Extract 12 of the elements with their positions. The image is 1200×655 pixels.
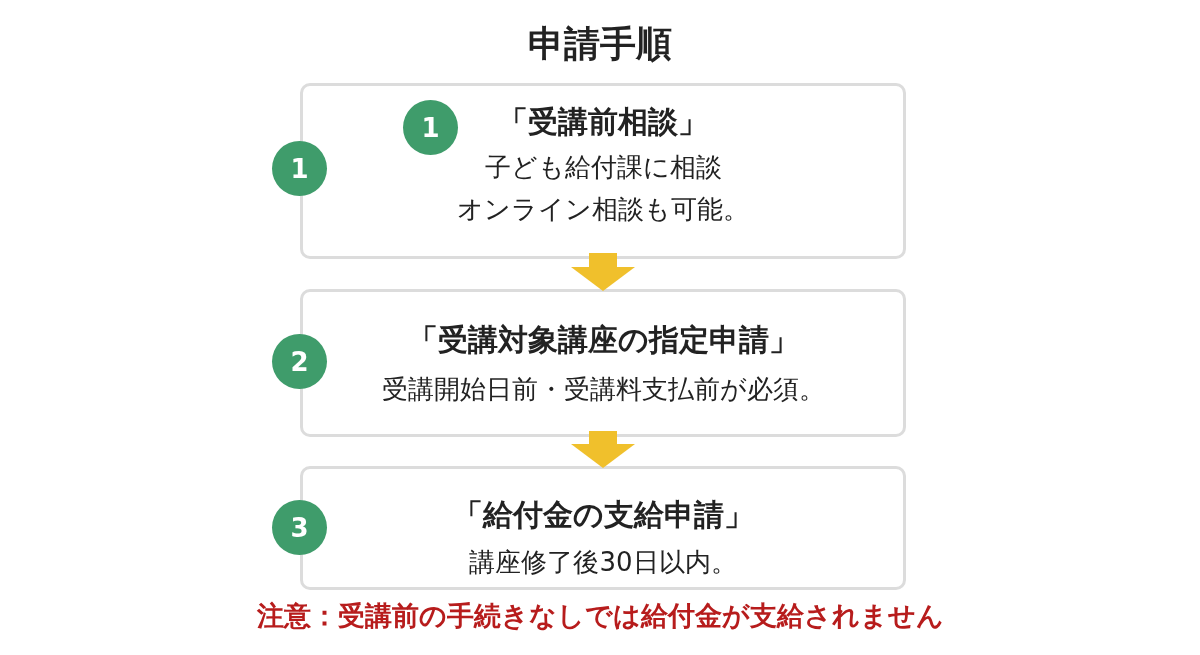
step-text: 講座修了後30日以内。 [469,546,737,579]
step-heading: 「受講前相談」 [498,103,708,141]
step-heading: 「受講対象講座の指定申請」 [407,321,799,359]
number-circle: 1 [403,100,458,155]
title: 申請手順 [528,22,672,66]
step-text: 受講開始日前・受講料支払前が必須。 [381,373,825,406]
step-text: オンライン相談も可能。 [457,193,749,226]
step-heading: 「給付金の支給申請」 [452,496,754,534]
arrow [571,431,635,468]
arrow [571,253,635,291]
warning-note: 注意：受講前の手続きなしでは給付金が支給されません [256,599,944,633]
step-text: 子ども給付課に相談 [484,151,722,184]
